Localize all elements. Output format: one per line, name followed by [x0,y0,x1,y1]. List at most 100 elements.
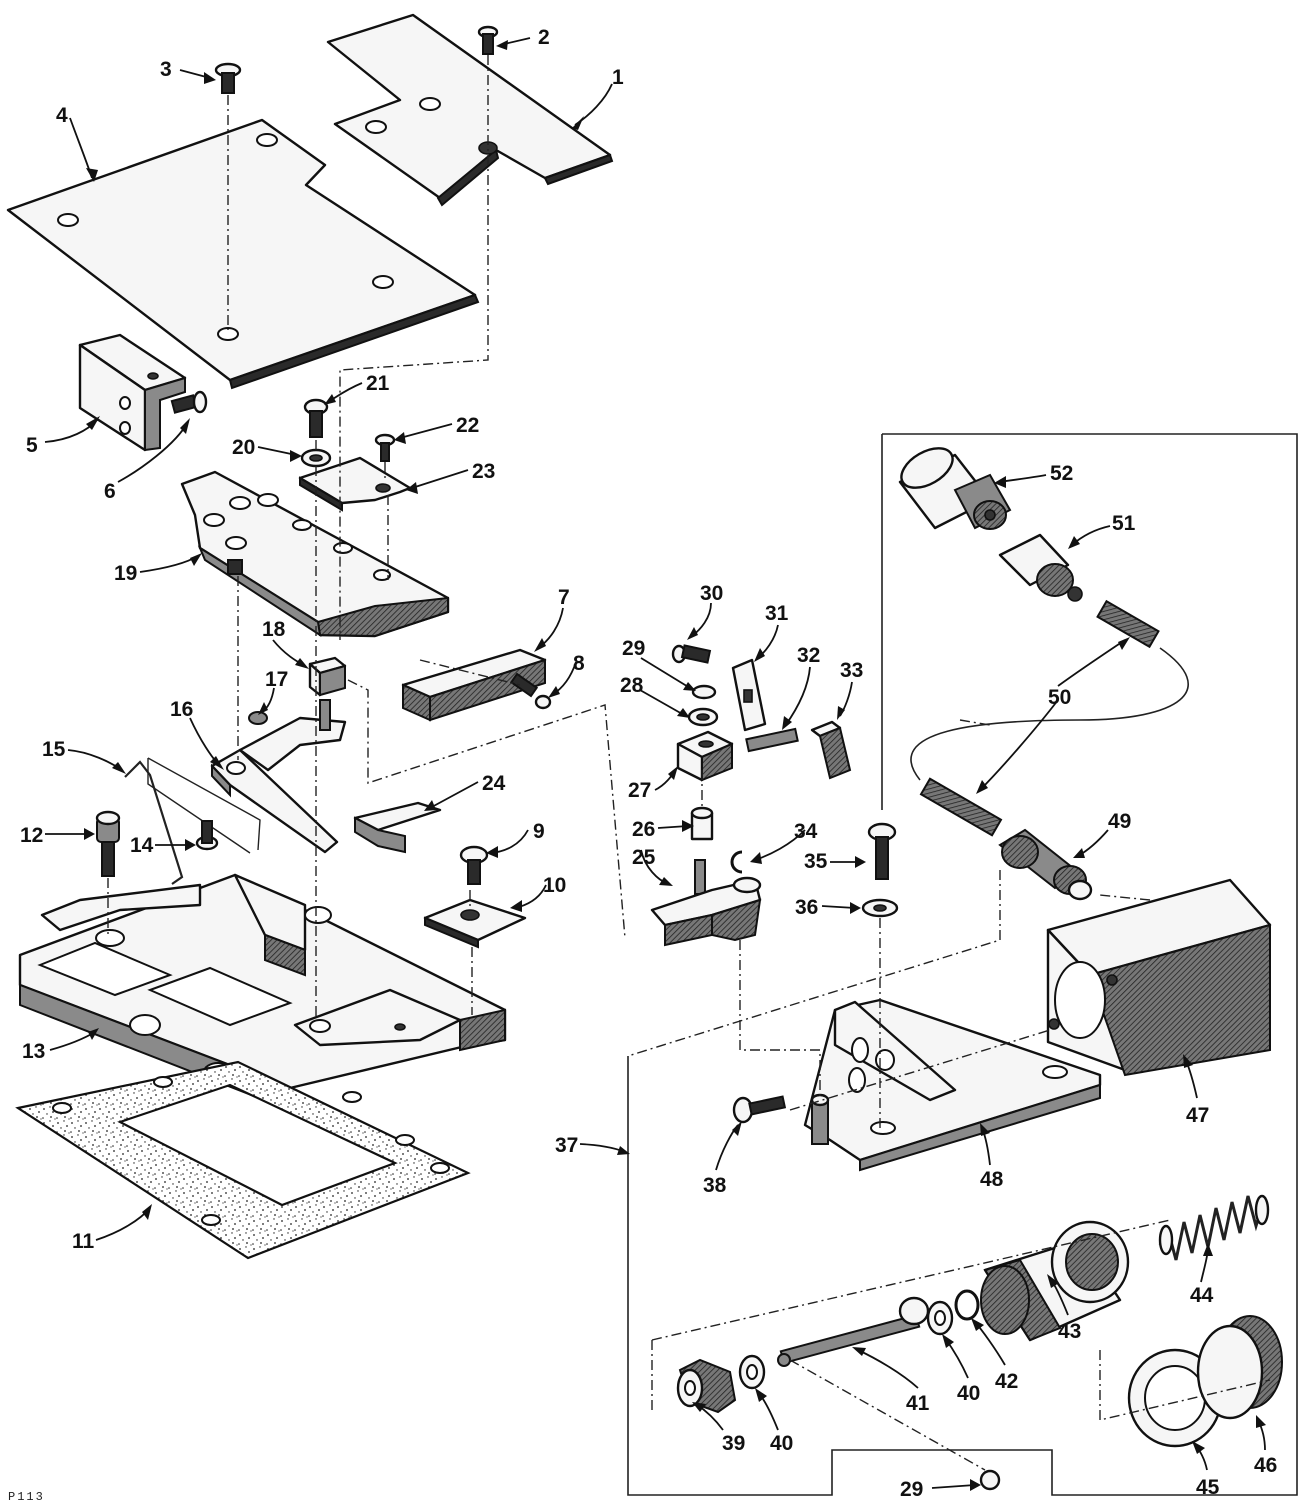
callout-labels: 1 2 3 4 5 6 7 8 9 10 11 12 13 14 15 16 1… [20,26,1277,1501]
part-52-fitting [898,447,1012,530]
callout-39: 39 [722,1432,745,1455]
callout-45: 45 [1196,1476,1220,1499]
part-49-fitting [998,828,1093,901]
part-42-oring [954,1289,980,1321]
callout-33: 33 [840,659,863,682]
callout-43: 43 [1058,1320,1081,1343]
callout-25: 25 [632,846,656,869]
callout-18: 18 [262,618,286,641]
callout-44: 44 [1190,1284,1214,1307]
part-13-base-frame [18,873,507,1112]
callout-3: 3 [160,58,172,81]
callout-47: 47 [1186,1104,1209,1127]
callout-8: 8 [573,652,585,675]
callout-49: 49 [1108,810,1131,833]
part-36-washer [861,898,899,918]
callout-4: 4 [56,104,68,127]
callout-31: 31 [765,602,789,625]
part-48-mounting-bracket [803,998,1102,1172]
part-2-screw [477,25,499,55]
callout-17: 17 [265,668,288,691]
callout-26: 26 [632,818,655,841]
part-19-slide-guide [180,470,450,638]
callout-5: 5 [26,434,38,457]
part-41-valve-stem [777,1296,930,1367]
callout-48: 48 [980,1168,1004,1191]
callout-36: 36 [795,896,818,919]
part-30-screw [671,644,712,664]
part-50-tube [910,599,1189,837]
callout-14: 14 [130,834,154,857]
part-40-washer-lower [738,1354,766,1390]
part-39-nut [676,1358,737,1414]
part-4-large-plate [6,118,480,390]
alignment-lines [107,55,1271,1471]
callout-23: 23 [472,460,495,483]
callout-11: 11 [72,1230,95,1253]
part-23-plate [298,456,412,512]
part-22-screw [374,433,396,462]
part-1-top-plate [326,13,614,207]
part-20-washer [300,448,332,468]
subassembly-frame-37 [627,433,1298,1496]
callout-30: 30 [700,582,723,605]
part-43-sleeve [980,1220,1130,1342]
part-27-block [676,730,734,782]
part-33-block [810,720,852,780]
callout-52: 52 [1050,462,1073,485]
callout-35: 35 [804,850,828,873]
part-9-screw [459,845,489,885]
callout-40-upper: 40 [957,1382,980,1405]
part-40-washer-upper [926,1300,954,1336]
part-18-block [308,656,347,697]
part-29-washer-lower [979,1469,1001,1491]
callout-40-lower: 40 [770,1432,793,1455]
figure-code: P113 [8,1490,45,1504]
part-35-screw [867,822,897,880]
part-24-plate [353,801,442,854]
callout-41: 41 [906,1392,930,1415]
callout-leaders [44,37,1266,1491]
part-32-pin [745,727,799,753]
part-29-washer [691,684,717,700]
callout-27: 27 [628,779,651,802]
callout-9: 9 [533,820,545,843]
callout-46: 46 [1254,1454,1277,1477]
callout-32: 32 [797,644,820,667]
part-12-screw [95,810,121,877]
callout-19: 19 [114,562,137,585]
part-21-screw [303,398,329,438]
part-31-clip [731,658,767,732]
part-3-screw [214,62,242,94]
part-51-fitting [998,533,1083,602]
callout-21: 21 [366,372,390,395]
callout-15: 15 [42,738,66,761]
part-16-lever [210,699,347,854]
part-17-nut [248,711,268,725]
part-47-housing [1046,878,1272,1077]
part-28-washer [687,707,719,727]
callout-42: 42 [995,1370,1018,1393]
callout-20: 20 [232,436,255,459]
part-5-bracket [78,333,187,452]
part-8-screw [509,672,552,710]
callout-29-lower: 29 [900,1478,923,1501]
part-26-bushing [690,806,714,841]
callout-13: 13 [22,1040,45,1063]
callout-34: 34 [794,820,818,843]
callout-37: 37 [555,1134,578,1157]
part-14-screw [195,820,219,851]
callout-50: 50 [1048,686,1071,709]
part-44-spring [1158,1194,1270,1261]
callout-28: 28 [620,674,644,697]
callout-12: 12 [20,824,43,847]
part-6-screw [170,390,208,414]
callout-10: 10 [543,874,566,897]
callout-6: 6 [104,480,116,503]
callout-7: 7 [558,586,570,609]
part-38-screw [732,1095,787,1124]
part-34-clip [730,850,743,874]
callout-29-upper: 29 [622,637,645,660]
